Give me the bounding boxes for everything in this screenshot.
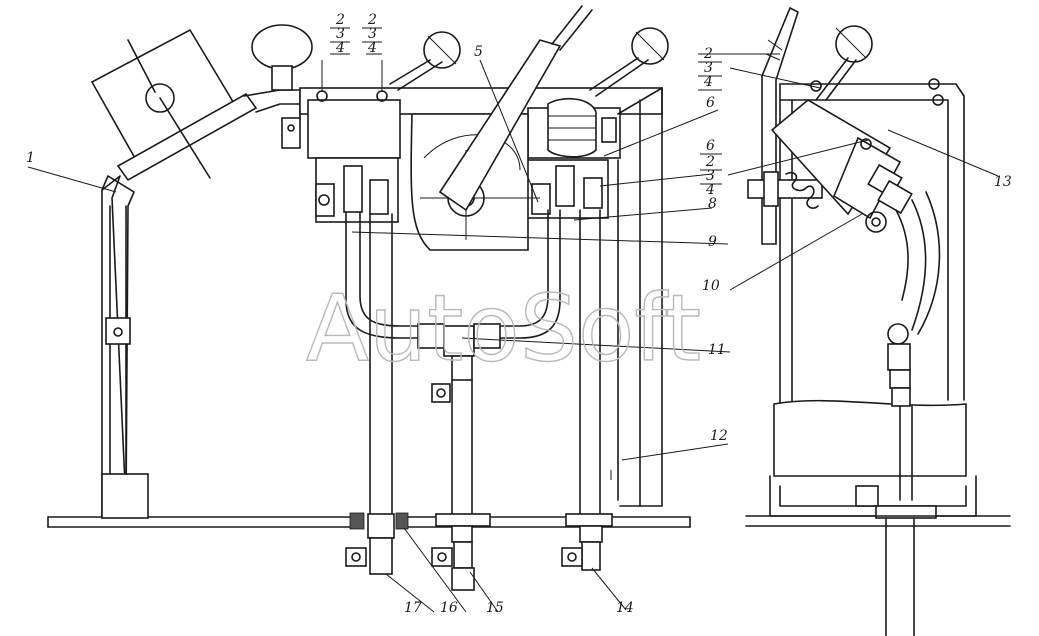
callout-3: 3 <box>368 26 377 42</box>
callout-5: 5 <box>474 44 483 60</box>
callout-2: 2 <box>703 46 713 62</box>
callout-14: 14 <box>616 600 634 616</box>
callout-3: 3 <box>704 60 713 76</box>
callout-4: 4 <box>335 40 345 56</box>
central-pedal-frame <box>299 5 669 521</box>
callout-15: 15 <box>486 600 504 616</box>
knob-handle <box>251 24 313 91</box>
callout-11: 11 <box>708 342 726 358</box>
callout-labels: 1 2 3 4 2 3 4 5 6 6 2 3 4 8 9 2 3 4 13 1… <box>26 12 1012 616</box>
callout-4: 4 <box>703 74 713 90</box>
bottom-fittings <box>345 513 613 591</box>
callout-13: 13 <box>994 174 1012 190</box>
hydraulic-hoses <box>345 209 561 521</box>
callout-16: 16 <box>440 600 458 616</box>
watermark-text: AutoSoft <box>306 275 701 382</box>
callout-6: 6 <box>706 95 715 111</box>
callout-fraction-lines <box>330 27 722 185</box>
callout-6: 6 <box>706 138 715 154</box>
leader-lines <box>27 53 999 613</box>
callout-3: 3 <box>336 26 345 42</box>
callout-2: 2 <box>705 154 715 170</box>
callout-4: 4 <box>367 40 377 56</box>
callout-3: 3 <box>706 168 715 184</box>
left-lever-stand <box>90 28 311 519</box>
callout-10: 10 <box>702 278 720 294</box>
callout-9: 9 <box>708 234 717 250</box>
callout-8: 8 <box>708 196 717 212</box>
callout-4: 4 <box>705 182 715 198</box>
side-view-assembly <box>745 6 1011 636</box>
callout-17: 17 <box>404 600 422 616</box>
callout-2: 2 <box>367 12 377 28</box>
callout-12: 12 <box>710 428 728 444</box>
callout-2: 2 <box>335 12 345 28</box>
callout-1: 1 <box>26 150 35 166</box>
